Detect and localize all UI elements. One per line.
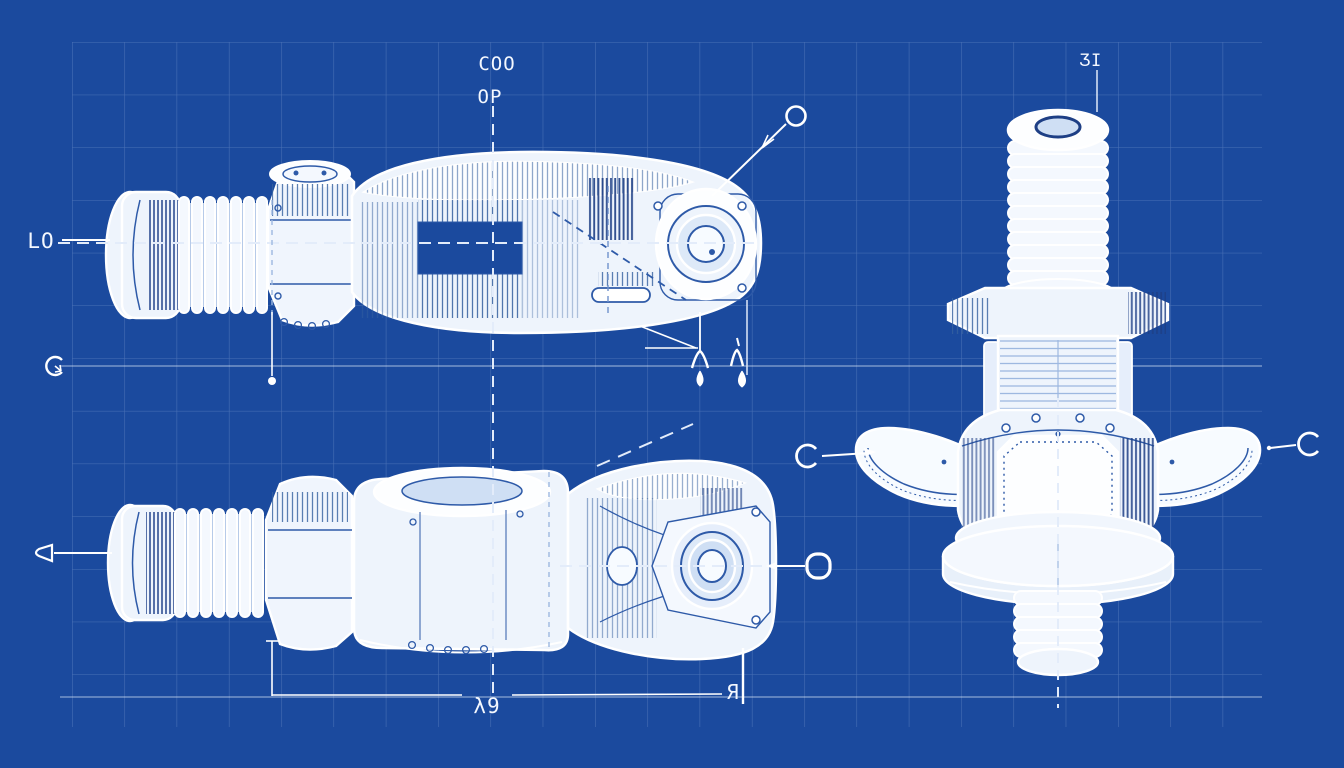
label-top-right: ƷI xyxy=(1080,51,1102,71)
dimension-bottom xyxy=(266,640,745,704)
dimensions-annotations xyxy=(34,70,1320,704)
leader-dashed-view2 xyxy=(596,423,694,467)
front-view-wing-nut xyxy=(854,108,1262,677)
label-coo: COO xyxy=(478,53,515,75)
label-op: OP xyxy=(478,86,503,108)
side-view-bottom xyxy=(106,459,778,661)
labels: COO OP LO ƷI λ9 Я xyxy=(27,51,1102,718)
stud-bore xyxy=(1034,115,1082,139)
centerlines xyxy=(58,106,1059,708)
balloon-view2-right xyxy=(766,552,832,580)
stem-with-dot xyxy=(268,312,276,385)
knurl-texture xyxy=(146,512,176,614)
label-bottom-center: λ9 xyxy=(473,694,500,718)
datum-triangle-symbol xyxy=(34,543,112,563)
knurl-texture xyxy=(148,200,180,310)
balloon-wing-left xyxy=(795,443,876,469)
label-bottom-right: Я xyxy=(726,680,739,704)
label-lo: LO xyxy=(27,229,54,253)
g-symbol xyxy=(45,355,63,377)
through-slot xyxy=(417,221,523,275)
balloon-view1-top-right xyxy=(711,105,807,197)
balloon-wing-right xyxy=(1266,431,1320,457)
arrow-marks-view1 xyxy=(639,300,748,388)
side-view-top xyxy=(104,150,763,335)
